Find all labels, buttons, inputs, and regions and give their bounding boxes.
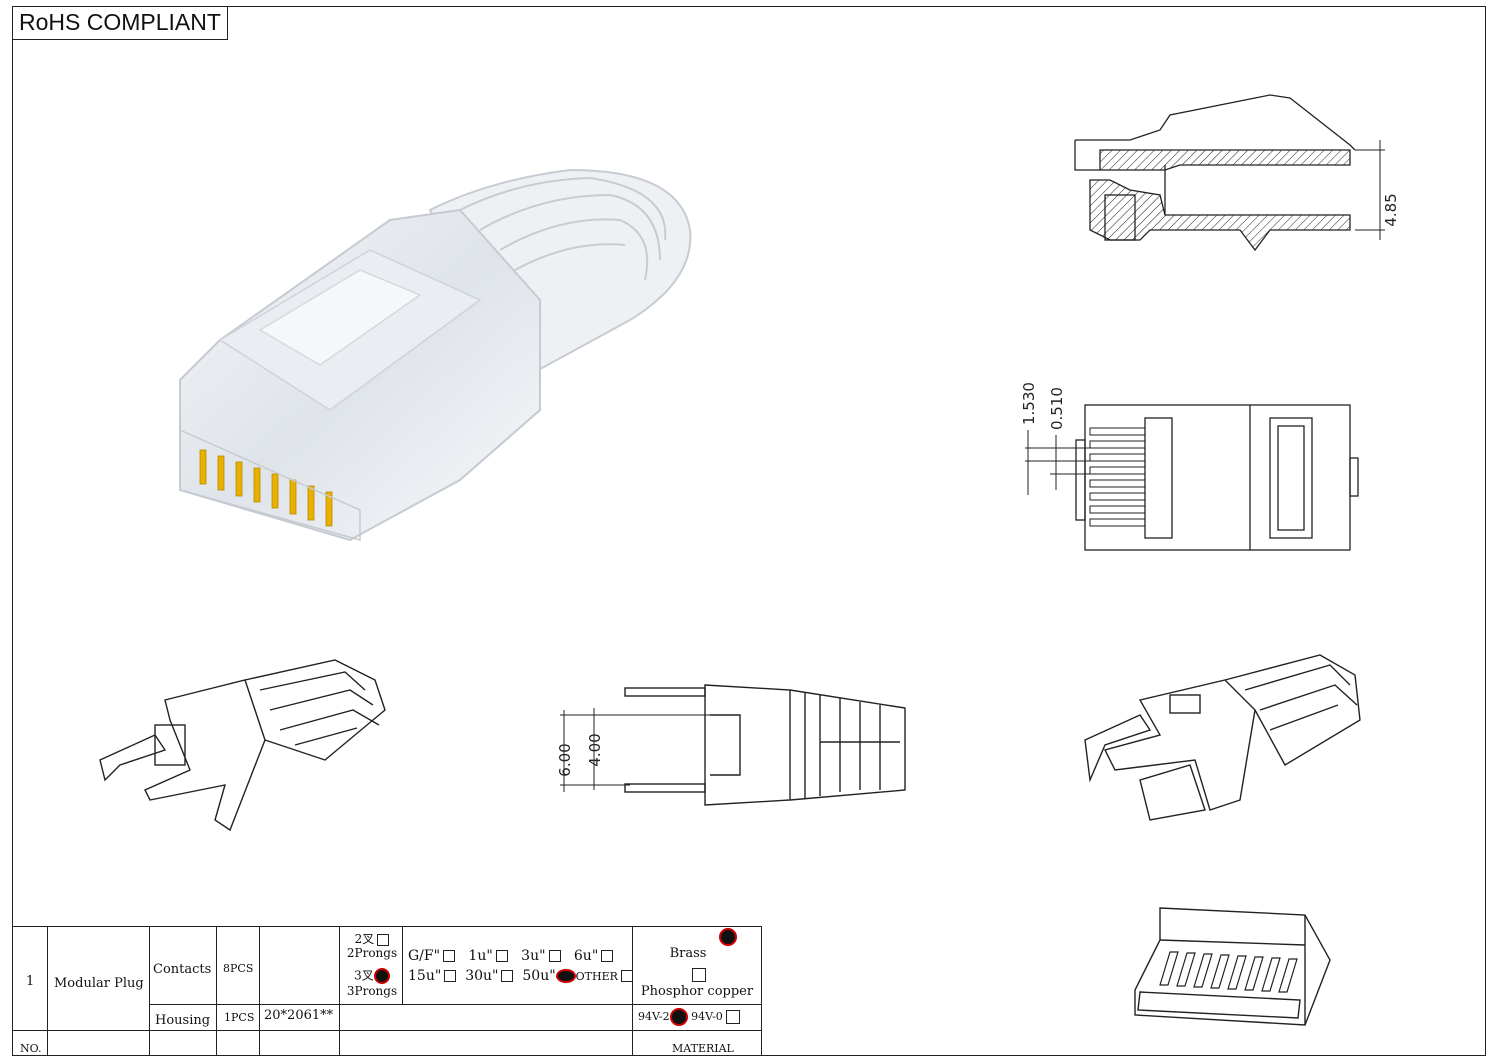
boot-iso-left: [99, 659, 386, 832]
plating-other-checkbox[interactable]: [620, 970, 633, 982]
pitch-inner-dim: 0.510: [1048, 387, 1066, 430]
plating-6u-checkbox[interactable]: [601, 950, 614, 962]
plating-row-2: 15u" 30u" 50u"OTHER: [408, 968, 633, 984]
plating-30u-checkbox[interactable]: [501, 970, 514, 982]
boot-outer-dim: 6.00: [556, 743, 574, 776]
boot-side-view: 6.00 4.00: [556, 684, 906, 806]
plating-1u-checkbox[interactable]: [495, 950, 508, 962]
contact-carrier-view: [1134, 907, 1331, 1026]
plating-15u-checkbox[interactable]: [444, 970, 457, 982]
flame-v0-checkbox[interactable]: [725, 1010, 740, 1024]
side-height-dim: 4.85: [1382, 193, 1400, 226]
footer-no: NO.: [20, 1042, 42, 1055]
plug-photo: [179, 168, 692, 542]
prongs-3-selected-mark[interactable]: [373, 968, 390, 984]
material-brass-option[interactable]: Brass: [642, 928, 754, 962]
prongs-3-option[interactable]: 3叉 3Prongs: [346, 968, 398, 998]
flame-v2-selected-mark[interactable]: [669, 1008, 688, 1026]
row-number: 1: [26, 974, 35, 989]
title-block: 1 Modular Plug Contacts 8PCS Housing 1PC…: [12, 926, 762, 1056]
plug-contacts: [199, 449, 333, 527]
housing-code: 20*2061**: [264, 1008, 334, 1023]
prongs-2-option[interactable]: 2叉 2Prongs: [346, 932, 398, 960]
boot-iso-right: [1084, 654, 1361, 821]
bottom-contacts: [1089, 427, 1146, 527]
footer-material: MATERIAL: [672, 1042, 734, 1055]
pitch-outer-dim: 1.530: [1020, 382, 1038, 425]
plating-row-1: G/F" 1u" 3u" 6u": [408, 948, 614, 964]
plating-3u-checkbox[interactable]: [548, 950, 561, 962]
carrier-slots: [1159, 951, 1298, 993]
housing-label: Housing: [155, 1013, 211, 1028]
boot-inner-dim: 4.00: [586, 733, 604, 766]
drawing-frame: [12, 6, 1486, 1056]
plating-gf-checkbox[interactable]: [443, 950, 456, 962]
housing-qty: 1PCS: [224, 1011, 255, 1024]
side-section-view: 4.85: [1074, 94, 1400, 252]
plating-50u-selected-mark[interactable]: [555, 969, 576, 983]
contacts-qty: 8PCS: [223, 962, 254, 975]
phosphor-checkbox[interactable]: [691, 967, 706, 982]
part-name: Modular Plug: [54, 976, 144, 991]
brass-selected-mark[interactable]: [719, 928, 737, 946]
rohs-label: RoHS COMPLIANT: [12, 6, 228, 40]
prongs-2-checkbox[interactable]: [377, 933, 390, 946]
bottom-view: 1.530 0.510: [1020, 382, 1359, 551]
contacts-label: Contacts: [153, 962, 212, 977]
flame-rating: 94V-2 94V-0: [638, 1008, 740, 1026]
material-phosphor-option[interactable]: Phosphor copper: [638, 966, 756, 1000]
